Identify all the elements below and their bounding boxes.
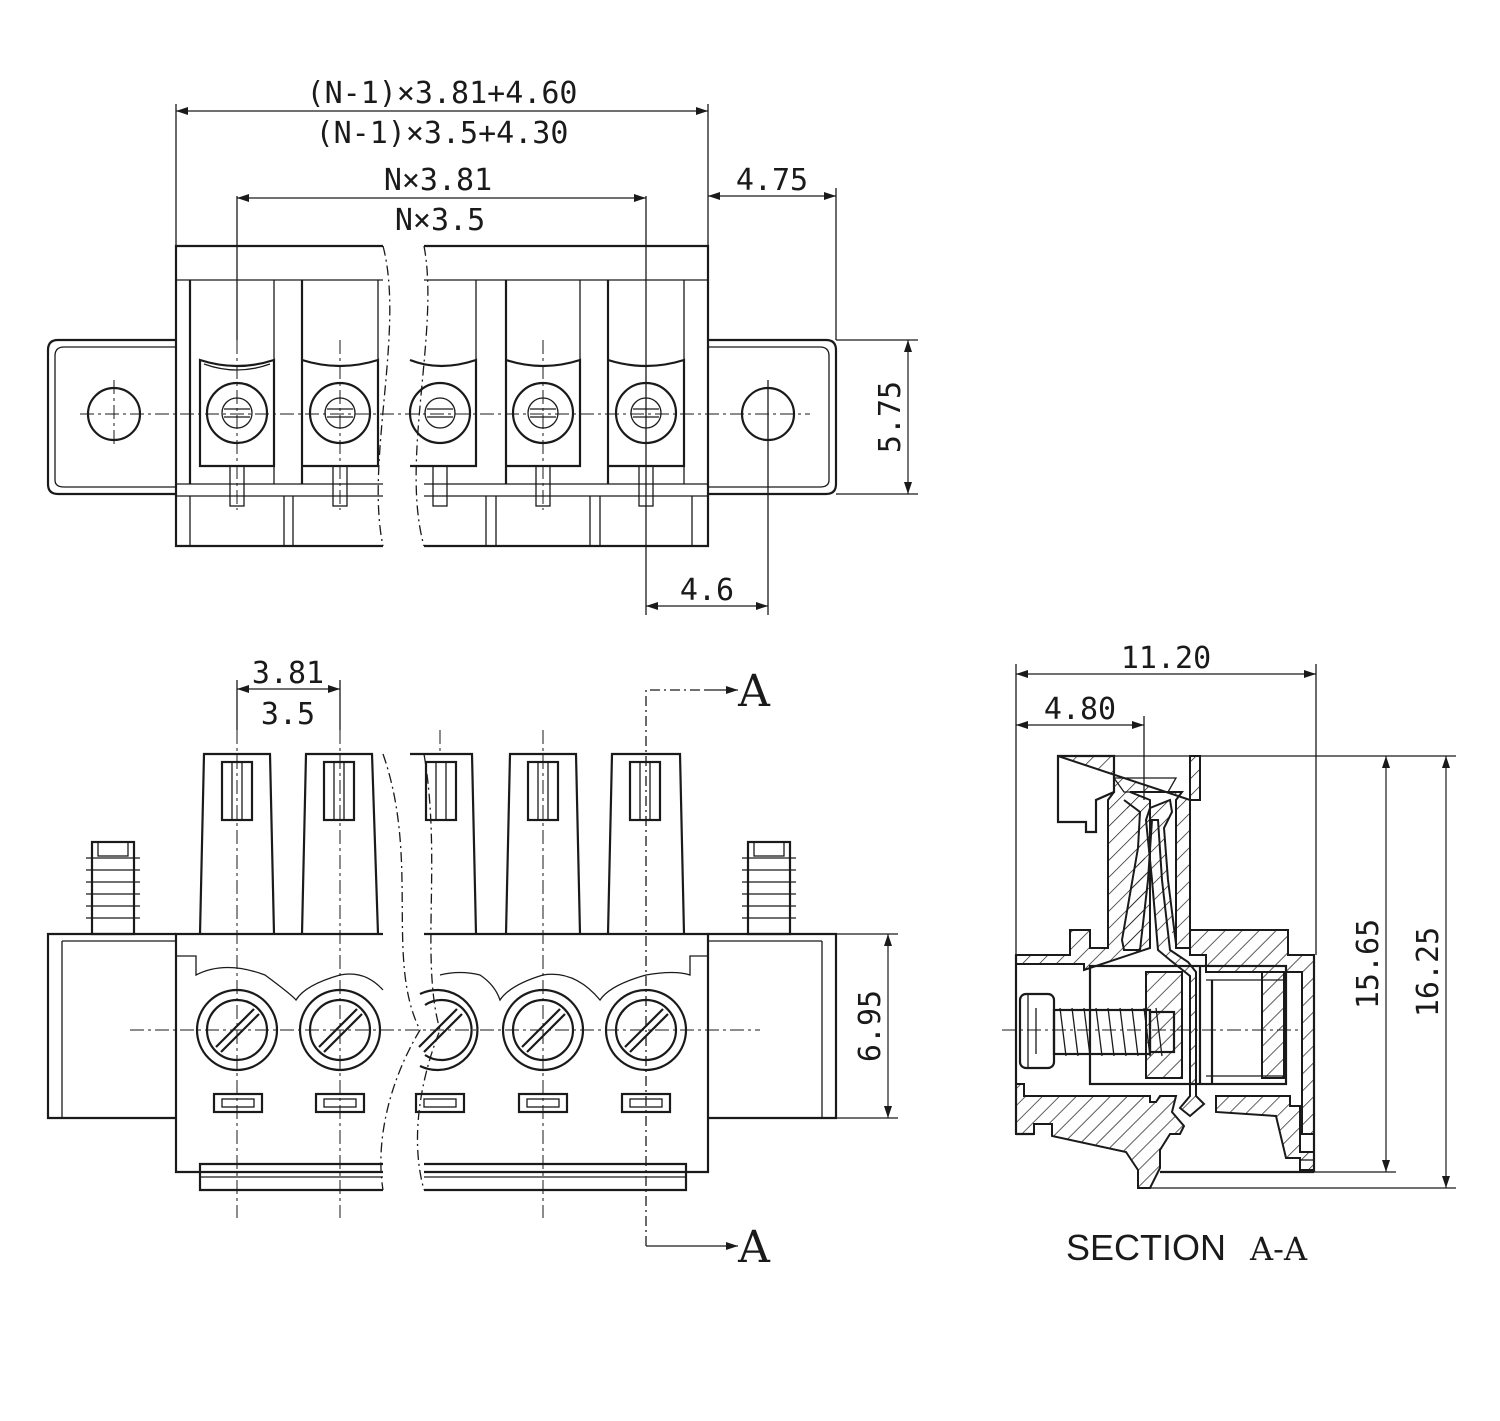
dim-section-offset: 4.80 [1044,692,1116,727]
section-top-block [1056,754,1116,834]
section-mark-bottom: A [737,1222,771,1273]
left-flange-inner [54,346,176,488]
top-pole-1 [188,280,276,507]
right-flange [708,338,838,496]
front-view: A A 3.81 3.5 6.95 [46,656,898,1273]
dim-overall-2: (N-1)×3.5+4.30 [316,116,569,151]
wire-entry-4 [504,752,582,935]
dim-pitch-total-2: N×3.5 [395,203,485,238]
dim-pitch-1: 3.81 [252,656,324,691]
wire-entry-3 [410,752,478,935]
section-contact-spring [1120,798,1206,1118]
dim-pitch-total-1: N×3.81 [384,163,492,198]
left-flange [46,338,176,496]
wire-entry-2 [300,752,380,935]
section-housing-upper [1015,755,1315,1135]
dim-section-height-1: 15.65 [1351,919,1386,1009]
dim-flange-height: 5.75 [873,381,908,453]
top-view: (N-1)×3.81+4.60 (N-1)×3.5+4.30 N×3.81 N×… [46,76,918,615]
dim-pitch-2: 3.5 [261,697,315,732]
top-pole-5 [606,280,686,507]
left-flange-screw [86,840,140,936]
dim-overall-1: (N-1)×3.81+4.60 [307,76,578,111]
front-body-right [424,932,710,1174]
section-view: 11.20 4.80 15.65 16.25 SECTION A-A [1002,641,1456,1268]
dim-section-height-2: 16.25 [1411,927,1446,1017]
section-screw [1018,992,1176,1070]
dim-hole-offset: 4.6 [680,573,734,608]
dim-section-width: 11.20 [1121,641,1211,676]
front-left-flange [46,932,176,1120]
dim-body-height: 6.95 [853,990,888,1062]
front-screw-3 [414,988,479,1114]
dim-flange: 4.75 [736,163,808,198]
top-pole-3 [408,280,478,507]
section-caption: SECTION A-A [1066,1227,1308,1268]
wire-entry-5 [606,752,686,935]
top-body-left [174,244,383,548]
top-body-right [424,244,710,548]
right-flange-inner [708,346,830,488]
right-flange-screw [742,840,796,936]
section-mark-top: A [737,666,771,717]
section-housing-lower [1015,1083,1186,1189]
section-clamp-cage [1088,964,1288,1086]
front-body-left [174,932,383,1174]
front-right-flange [708,932,838,1120]
